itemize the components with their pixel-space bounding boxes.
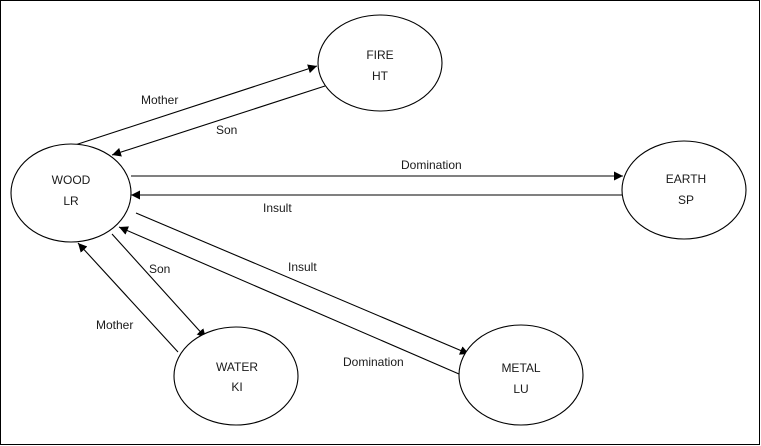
node-water-code: KI bbox=[231, 380, 242, 394]
edges: Mother Son Domination Insult Son Mother … bbox=[74, 64, 623, 375]
edge-label-insult-wood-metal: Insult bbox=[288, 260, 317, 274]
node-metal-ellipse bbox=[458, 324, 584, 426]
node-water-name: WATER bbox=[216, 360, 258, 374]
node-wood-ellipse bbox=[10, 143, 132, 243]
node-wood-code: LR bbox=[63, 194, 79, 208]
edge-label-mother-water-wood: Mother bbox=[96, 318, 133, 332]
node-wood-name: WOOD bbox=[52, 173, 91, 187]
edge-fire-to-wood-son bbox=[111, 85, 326, 157]
edge-wood-to-fire-mother bbox=[74, 64, 318, 146]
edge-label-son-fire-wood: Son bbox=[216, 123, 237, 137]
node-earth: EARTH SP bbox=[621, 140, 747, 240]
node-earth-code: SP bbox=[678, 193, 694, 207]
node-wood: WOOD LR bbox=[10, 143, 132, 243]
node-fire-code: HT bbox=[372, 69, 389, 83]
edge-label-domination-metal-wood: Domination bbox=[343, 355, 404, 369]
node-metal: METAL LU bbox=[458, 324, 584, 426]
node-fire-ellipse bbox=[317, 14, 443, 112]
node-fire-name: FIRE bbox=[366, 48, 393, 62]
edge-label-mother-wood-fire: Mother bbox=[141, 93, 178, 107]
node-earth-name: EARTH bbox=[666, 172, 706, 186]
node-water-ellipse bbox=[173, 326, 299, 426]
edge-wood-to-water-son bbox=[111, 233, 207, 339]
node-metal-name: METAL bbox=[501, 361, 540, 375]
edge-label-son-wood-water: Son bbox=[149, 262, 170, 276]
edge-label-insult-earth-wood: Insult bbox=[263, 201, 292, 215]
node-metal-code: LU bbox=[513, 382, 528, 396]
node-earth-ellipse bbox=[621, 140, 747, 240]
node-fire: FIRE HT bbox=[317, 14, 443, 112]
node-water: WATER KI bbox=[173, 326, 299, 426]
edge-water-to-wood-mother bbox=[77, 242, 179, 353]
edge-label-domination-wood-earth: Domination bbox=[401, 158, 462, 172]
edge-wood-to-metal-insult bbox=[135, 212, 470, 355]
edge-metal-to-wood-domination bbox=[118, 226, 460, 375]
